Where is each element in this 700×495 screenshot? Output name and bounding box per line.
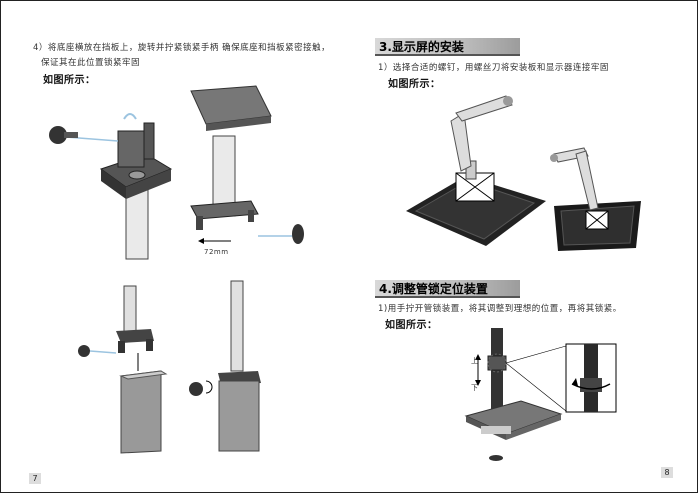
pole-plate-illustration <box>190 85 304 244</box>
section4-title: 4.调整管锁定位装置 <box>375 280 520 298</box>
step4-line2: 保证其在此位置锁紧牢固 <box>41 58 141 68</box>
page-number-left: 7 <box>29 473 41 484</box>
monitor-arm-illustration-large <box>406 95 546 246</box>
tube-lock-illustration <box>464 328 617 461</box>
monitor-arm-illustration-small <box>550 147 641 251</box>
clamp-locked-illustration <box>189 280 261 452</box>
section4-figure-label: 如图所示： <box>385 320 438 331</box>
section3-title: 3.显示屏的安装 <box>375 38 520 56</box>
up-label: 上 <box>471 357 479 365</box>
step4-line1: 4）将底座横放在挡板上，旋转并拧紧锁紧手柄 确保底座和挡板紧密接触， <box>33 43 331 53</box>
section4-text: 1)用手拧开管锁装置，将其调整到理想的位置，再将其锁紧。 <box>378 304 622 314</box>
down-label: 下 <box>471 384 479 392</box>
section3-figure-label: 如图所示： <box>388 79 441 90</box>
page-number-right: 8 <box>661 467 673 478</box>
left-figure-label: 如图所示： <box>43 75 96 86</box>
clamp-knob-illustration <box>49 113 173 260</box>
clamp-board-illustration <box>78 285 168 454</box>
section3-text: 1）选择合适的螺钉，用螺丝刀将安装板和显示器连接牢固 <box>378 63 609 73</box>
dimension-label: 72mm <box>204 248 229 256</box>
